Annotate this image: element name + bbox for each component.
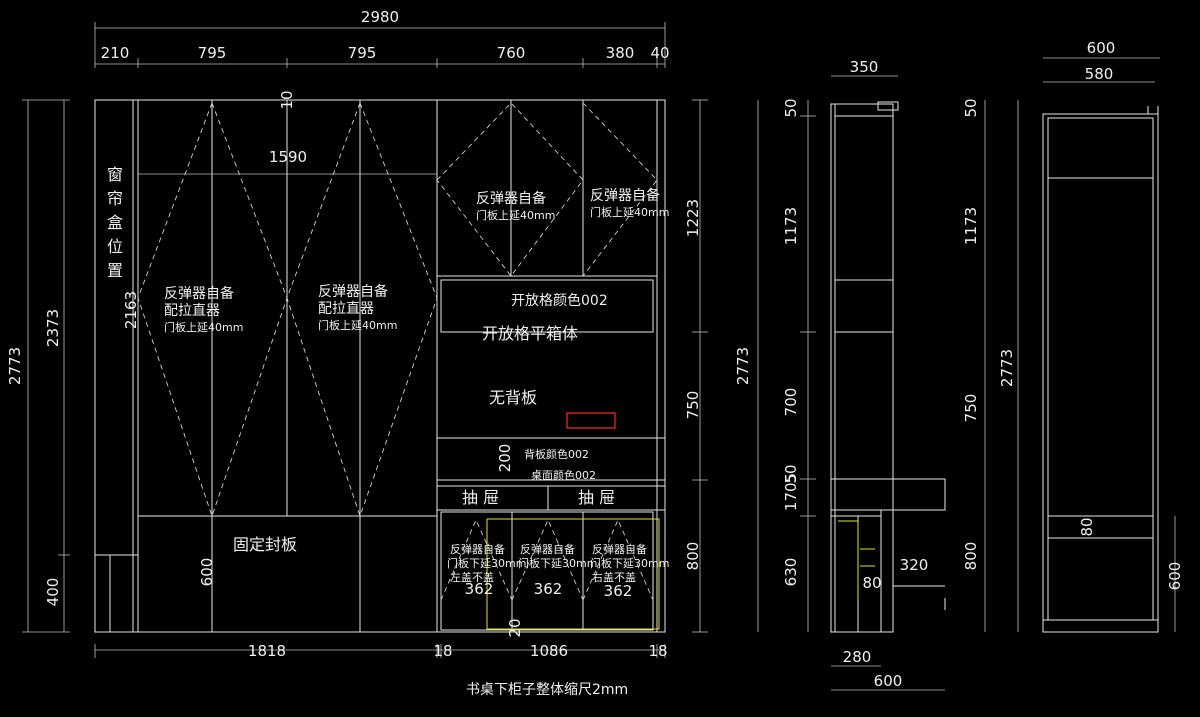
dim-18-left: 18 (433, 642, 452, 660)
dim-1173-a: 1173 (782, 207, 800, 245)
curtain-box-char-5: 置 (107, 261, 123, 280)
dim-1173-right: 1173 (962, 207, 980, 245)
no-back-panel-label: 无背板 (489, 388, 537, 407)
dim-630: 630 (782, 558, 800, 587)
dim-1086: 1086 (530, 642, 568, 660)
dim-750-right: 750 (962, 394, 980, 423)
back-panel-color-label: 背板颜色002 (524, 447, 589, 461)
upper-door-b-note-1: 反弹器自备 (590, 187, 660, 204)
dim-80-a: 80 (862, 574, 881, 592)
door-mid-note-1: 反弹器自备 (318, 283, 388, 300)
dim-362-c: 362 (604, 582, 633, 600)
front-dimension-lines (22, 22, 708, 658)
tall-door-swing-lines (137, 102, 438, 517)
cabinet-outline (94, 99, 666, 633)
desk-underside-highlight (486, 518, 660, 630)
upper-door-swing-lines (436, 102, 658, 277)
curtain-box-char-4: 位 (107, 237, 123, 256)
dim-2773-mid: 2773 (734, 347, 752, 385)
desktop-color-label: 桌面颜色002 (531, 468, 596, 482)
dim-795-a: 795 (198, 44, 227, 62)
dim-20: 20 (506, 618, 524, 637)
low-door-b-note-2: 门板下延30mm (518, 556, 597, 570)
door-mid-note-2: 配拉直器 (318, 300, 374, 317)
dim-50-right: 50 (962, 98, 980, 117)
dim-18-right: 18 (648, 642, 667, 660)
drawer-b-label: 抽 屉 (578, 488, 615, 507)
dim-700: 700 (782, 388, 800, 417)
dim-600-side: 600 (874, 672, 903, 690)
dim-280: 280 (843, 648, 872, 666)
dim-50-a: 50 (782, 98, 800, 117)
door-mid-note-3: 门板上延40mm (318, 318, 397, 332)
upper-door-a-note-2: 门板上延40mm (476, 208, 555, 222)
dim-760: 760 (497, 44, 526, 62)
dim-1818: 1818 (248, 642, 286, 660)
dim-600-top: 600 (1087, 39, 1116, 57)
dim-50-b: 50 (782, 464, 800, 483)
dim-750: 750 (684, 391, 702, 420)
red-marker (566, 412, 616, 429)
low-door-c-note-1: 反弹器自备 (592, 542, 647, 556)
door-left-note-3: 门板上延40mm (164, 320, 243, 334)
fixed-panel-label: 固定封板 (233, 535, 297, 554)
footer-note: 书桌下柜子整体缩尺2mm (466, 682, 628, 698)
dim-1223: 1223 (684, 199, 702, 237)
upper-door-b-note-2: 门板上延40mm (590, 205, 669, 219)
drawer-a-label: 抽 屉 (462, 488, 499, 507)
dim-2163: 2163 (122, 291, 140, 329)
right-side-view (984, 57, 1176, 633)
dim-1705: 1705 (782, 473, 800, 511)
low-door-c-note-3: 右盖不盖 (592, 570, 636, 584)
dim-362-b: 362 (534, 580, 563, 598)
dim-210: 210 (101, 44, 130, 62)
curtain-box-char-3: 盒 (107, 213, 123, 232)
low-door-a-note-2: 门板下延30mm (447, 556, 526, 570)
open-shelf-color-label: 开放格颜色002 (511, 292, 608, 309)
dim-580: 580 (1085, 65, 1114, 83)
dim-total-width: 2980 (361, 8, 399, 26)
dim-380: 380 (606, 44, 635, 62)
lower-door-swing-lines (440, 518, 654, 601)
dim-400: 400 (44, 578, 62, 607)
low-door-a-note-1: 反弹器自备 (450, 542, 505, 556)
dim-1590: 1590 (269, 148, 307, 166)
curtain-box-char-2: 帘 (107, 189, 123, 208)
dim-10: 10 (278, 90, 296, 109)
open-shelf-box (440, 279, 654, 333)
dim-600-right: 600 (1166, 562, 1184, 591)
door-left-note-2: 配拉直器 (164, 302, 220, 319)
dim-800: 800 (684, 542, 702, 571)
low-door-a-note-3: 左盖不盖 (450, 570, 494, 584)
dim-600: 600 (198, 558, 216, 587)
dim-362-a: 362 (465, 580, 494, 598)
upper-door-a-note-1: 反弹器自备 (476, 190, 546, 207)
dim-80-right: 80 (1078, 517, 1096, 536)
open-shelf-box-label: 开放格平箱体 (482, 324, 578, 343)
dim-350: 350 (850, 58, 879, 76)
dim-2773-right: 2773 (998, 349, 1016, 387)
dim-200: 200 (496, 444, 514, 473)
dim-2373: 2373 (44, 309, 62, 347)
dim-2773-left: 2773 (6, 347, 24, 385)
front-elevation (94, 99, 666, 633)
low-door-b-note-1: 反弹器自备 (520, 542, 575, 556)
dim-320: 320 (900, 556, 929, 574)
low-door-c-note-2: 门板下延30mm (590, 556, 669, 570)
dim-40: 40 (650, 44, 669, 62)
side-section-view (757, 75, 946, 691)
door-left-note-1: 反弹器自备 (164, 285, 234, 302)
curtain-box-char-1: 窗 (107, 165, 123, 184)
dim-800-right: 800 (962, 542, 980, 571)
dim-795-b: 795 (348, 44, 377, 62)
